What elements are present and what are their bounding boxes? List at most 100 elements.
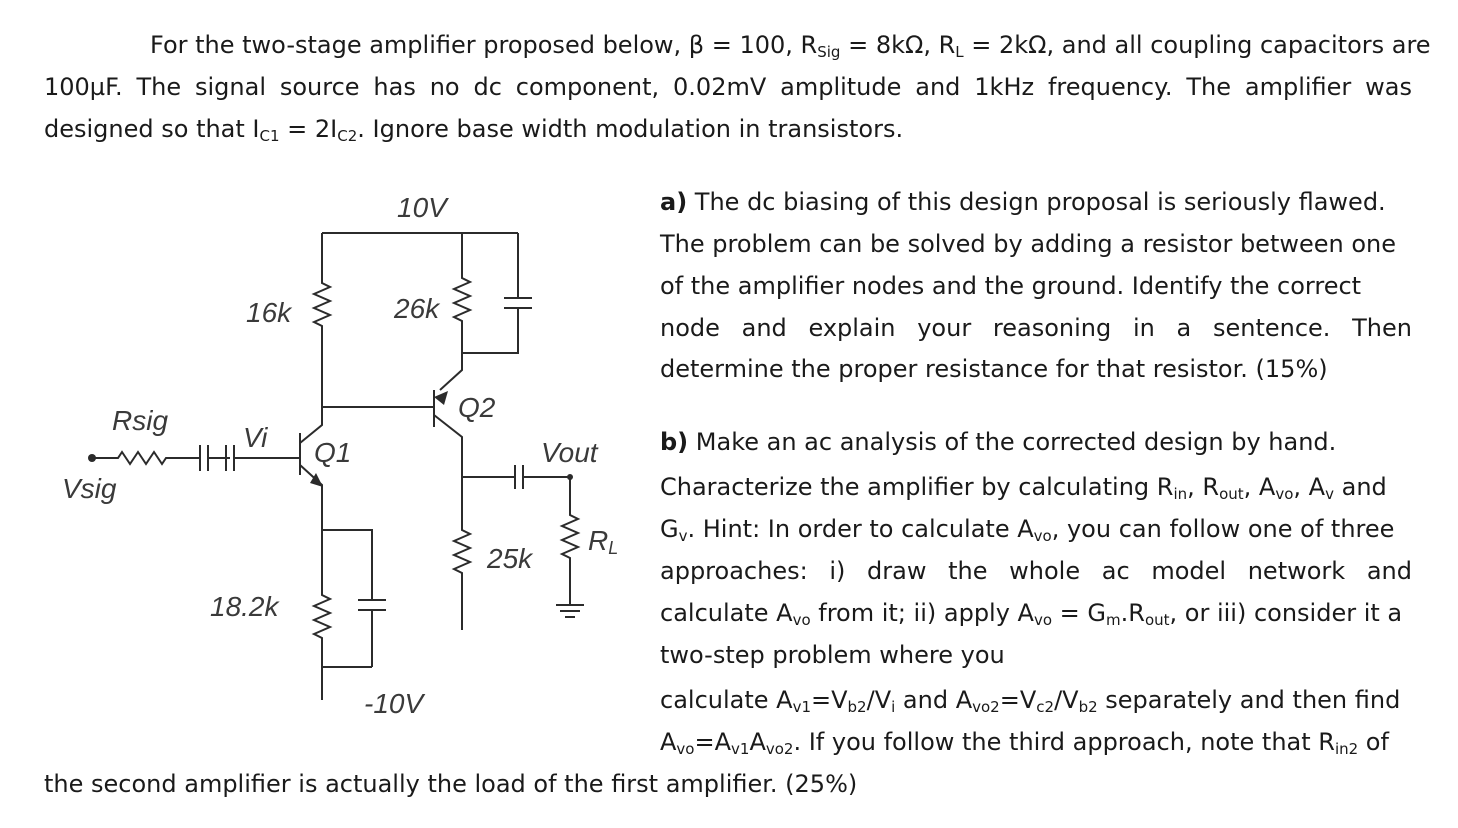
vout-label: Vout [541,437,599,468]
resistor-rl [556,500,584,618]
intro-text: . Ignore base width modulation in transi… [357,115,904,143]
q1-emitter-arrow [310,473,323,487]
intro-line-2: 100µF. The signal source has no dc compo… [44,73,1412,101]
vsig-terminal [88,454,96,462]
part-b-text: .R [1120,599,1145,627]
part-b-text: , you can follow one of three [1051,515,1395,543]
part-b-line-1: b) Make an ac analysis of the corrected … [660,427,1336,457]
part-b-text: , A [1243,473,1276,501]
intro-text: = 8kΩ, R [840,31,956,59]
part-b-line-8: Avo=Av1Avo2. If you follow the third app… [660,727,1389,764]
input-wire [92,445,300,471]
vsig-label: Vsig [62,473,117,504]
q2-label: Q2 [458,392,496,423]
subscript: L [955,43,964,61]
resistor-25k [451,510,473,630]
r-e2-label: 25k [486,543,534,574]
part-b-text: and [1333,473,1387,501]
subscript: in2 [1334,740,1359,758]
part-b-text: =V [999,686,1037,714]
q2-collector-wire [439,353,463,391]
subscript: C1 [259,127,280,145]
q1-transistor [299,407,323,530]
q1-label: Q1 [314,437,351,468]
part-b-line-5: calculate Avo from it; ii) apply Avo = G… [660,598,1402,635]
intro-text: designed so that I [44,115,260,143]
circuit-schematic: 10V 16k 26k Q2 Rsig Vi Q1 Vout Vsig 25k … [62,192,618,715]
resistor-16k [311,233,333,407]
part-b-text: . Hint: In order to calculate A [687,515,1034,543]
subscript: vo [1033,611,1053,629]
subscript: out [1219,485,1244,503]
rsig-label: Rsig [112,405,168,436]
resistor-18-2k [311,530,333,700]
part-b-text: =A [694,728,732,756]
part-b-text: and A [895,686,973,714]
part-b-text: , A [1293,473,1326,501]
subscript: vo [1275,485,1294,503]
subscript: b2 [1078,698,1098,716]
part-b-text: G [660,515,679,543]
intro-line-3: designed so that IC1 = 2IC2. Ignore base… [44,114,903,151]
intro-text: For the two-stage amplifier proposed bel… [150,31,818,59]
part-a-line-3: of the amplifier nodes and the ground. I… [660,272,1362,300]
rl-sub: L [608,538,618,558]
part-a-line-5: determine the proper resistance for that… [660,355,1328,383]
resistor-26k [451,233,473,353]
subscript: vo [792,611,811,629]
q2-output-wire [462,465,571,500]
intro-text: = 2I [279,115,338,143]
subscript: in [1173,485,1188,503]
part-b-text: A [660,728,677,756]
part-b-line-3: Gv. Hint: In order to calculate Avo, you… [660,514,1394,551]
part-b-text: =V [811,686,848,714]
rl-main: R [588,525,608,556]
part-b-line-4: approaches: i) draw the whole ac model n… [660,557,1412,585]
part-b-text: calculate A [660,599,793,627]
part-b-text: /V [866,686,892,714]
subscript: vo [676,740,695,758]
subscript: b2 [847,698,867,716]
part-b-text: . If you follow the third approach, note… [793,728,1335,756]
subscript: Sig [817,43,841,61]
part-b-line-7: calculate Av1=Vb2/Vi and Avo2=Vc2/Vb2 se… [660,685,1400,722]
vi-label: Vi [243,422,268,453]
r-c2-label: 26k [393,293,441,324]
subscript: out [1144,611,1170,629]
part-b-text: calculate A [660,686,793,714]
part-b-text: of [1358,728,1389,756]
intro-line-1: For the two-stage amplifier proposed bel… [150,30,1431,67]
vee-label: -10V [364,688,425,715]
part-b-text: /V [1054,686,1079,714]
part-b-text: = G [1052,599,1106,627]
r-e1-label: 18.2k [210,591,280,622]
bypass-capacitor-26k [462,233,532,354]
subscript: vo2 [765,740,794,758]
part-b-line-2: Characterize the amplifier by calculatin… [660,472,1387,509]
vout-node [567,474,573,480]
subscript: c2 [1036,698,1055,716]
part-a-line-1: a) The dc biasing of this design proposa… [660,187,1386,217]
part-b-text: from it; ii) apply A [810,599,1034,627]
part-b-line-6: two-step problem where you [660,641,1005,669]
part-b-text: , R [1187,473,1220,501]
subscript: v1 [792,698,811,716]
part-b-text: A [749,728,766,756]
part-b-label: b) [660,428,689,456]
part-b-text: separately and then find [1097,686,1401,714]
subscript: m [1106,611,1121,629]
subscript: C2 [337,127,358,145]
intro-text: = 2kΩ, and all coupling capacitors are [963,31,1431,59]
part-a-line-2: The problem can be solved by adding a re… [660,230,1397,258]
subscript: v [678,527,688,545]
part-a-text: The dc biasing of this design proposal i… [687,188,1386,216]
bypass-capacitor-18-2k [322,529,386,667]
subscript: v1 [731,740,750,758]
q2-transistor [433,390,463,510]
rl-label: RL [588,525,618,558]
vcc-label: 10V [397,192,449,223]
part-b-line-9: the second amplifier is actually the loa… [44,770,858,798]
part-a-line-4: node and explain your reasoning in a sen… [660,314,1412,342]
subscript: v [1325,485,1334,503]
part-b-text: Make an ac analysis of the corrected des… [688,428,1337,456]
